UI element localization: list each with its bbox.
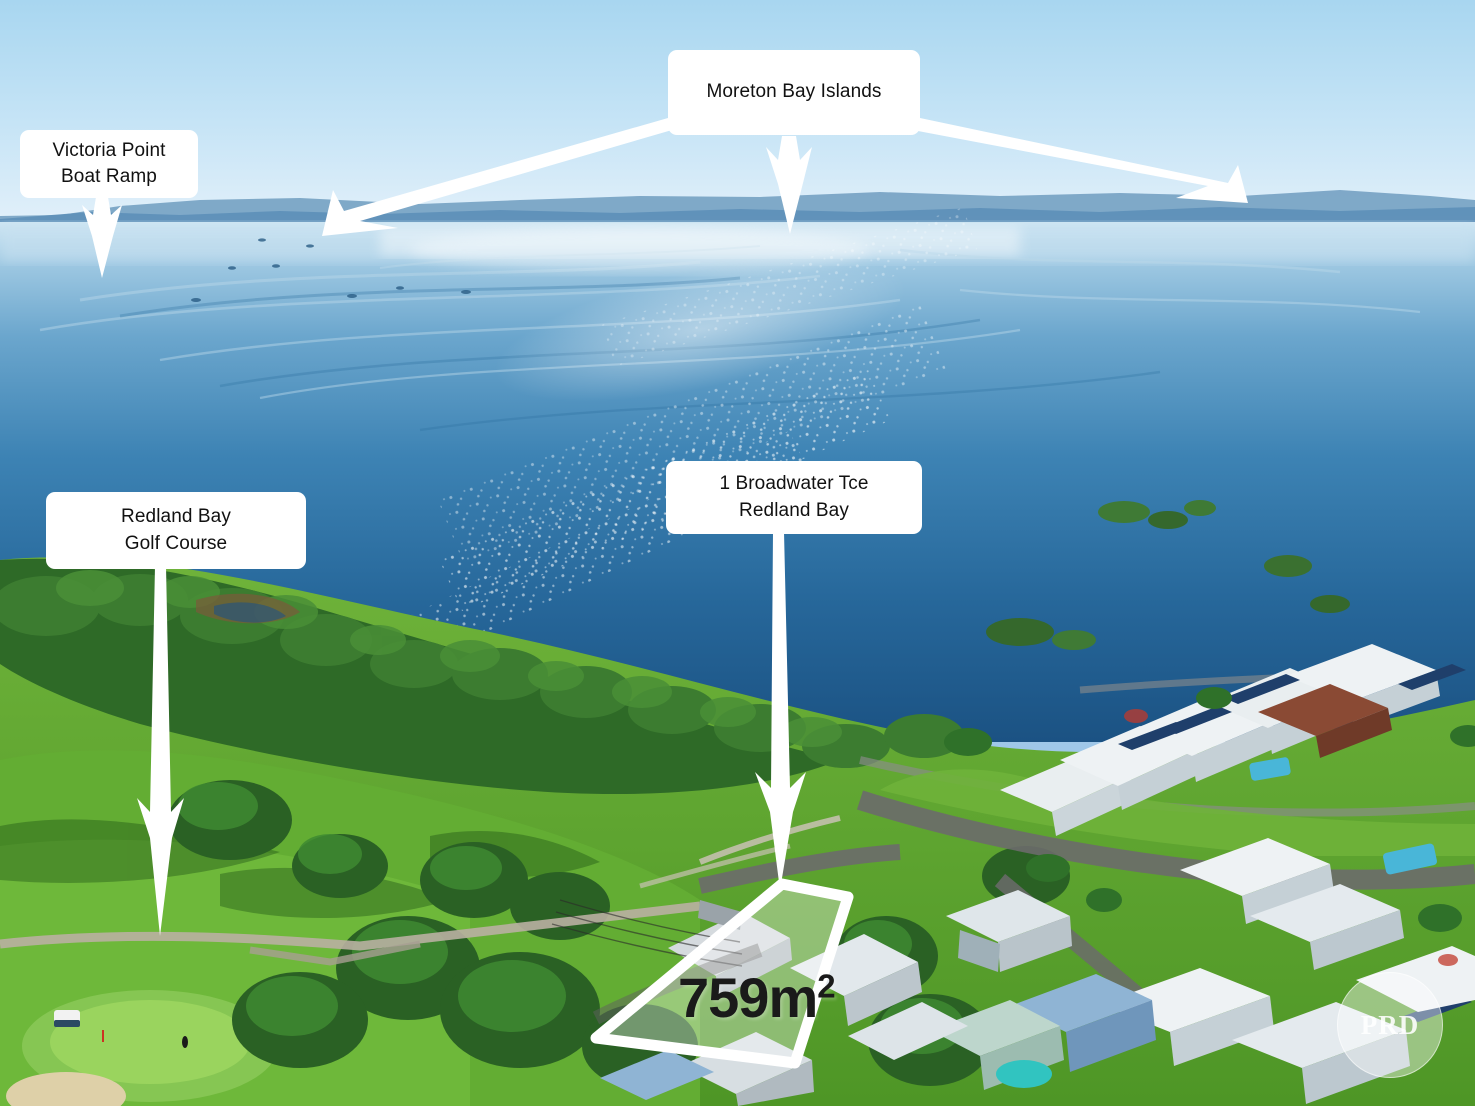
mangrove-clumps [724,500,1350,1047]
lot-area-value: 759 [678,966,769,1029]
lot-area-label: 759m2 [678,965,836,1030]
lot-boundary-polygon [590,878,854,1069]
canopy-highlights [178,782,964,1054]
callout-line: Redland Bay [739,499,849,521]
callout-moreton-bay-islands[interactable]: Moreton Bay Islands [668,50,920,135]
lot-area-exponent: 2 [817,967,835,1005]
prd-watermark-logo: PRD [1337,972,1443,1078]
callout-line: Golf Course [124,532,228,554]
callout-line: Victoria Point [52,139,166,161]
callout-line: Boat Ramp [61,166,157,187]
arrow-moreton-center [766,136,812,234]
callout-line: 1 Broadwater Tce [719,473,869,495]
arrow-property [755,532,806,890]
golf-green [6,990,278,1106]
arrow-golf-course [137,566,184,936]
boats [191,238,471,302]
callout-property-address[interactable]: 1 Broadwater Tce Redland Bay [666,461,922,534]
arrow-victoria-point [82,197,122,278]
callout-line: Redland Bay [121,506,231,528]
watermark-text: PRD [1360,1009,1420,1040]
shoreline-trees [0,558,964,795]
arrow-moreton-left [322,118,672,236]
callout-line: Moreton Bay Islands [706,81,882,103]
callout-redland-bay-golf-course[interactable]: Redland Bay Golf Course [46,492,306,569]
lot-area-unit: m [768,966,818,1029]
arrow-moreton-right [918,118,1248,203]
callout-victoria-point-boat-ramp[interactable]: Victoria Point Boat Ramp [20,130,198,198]
